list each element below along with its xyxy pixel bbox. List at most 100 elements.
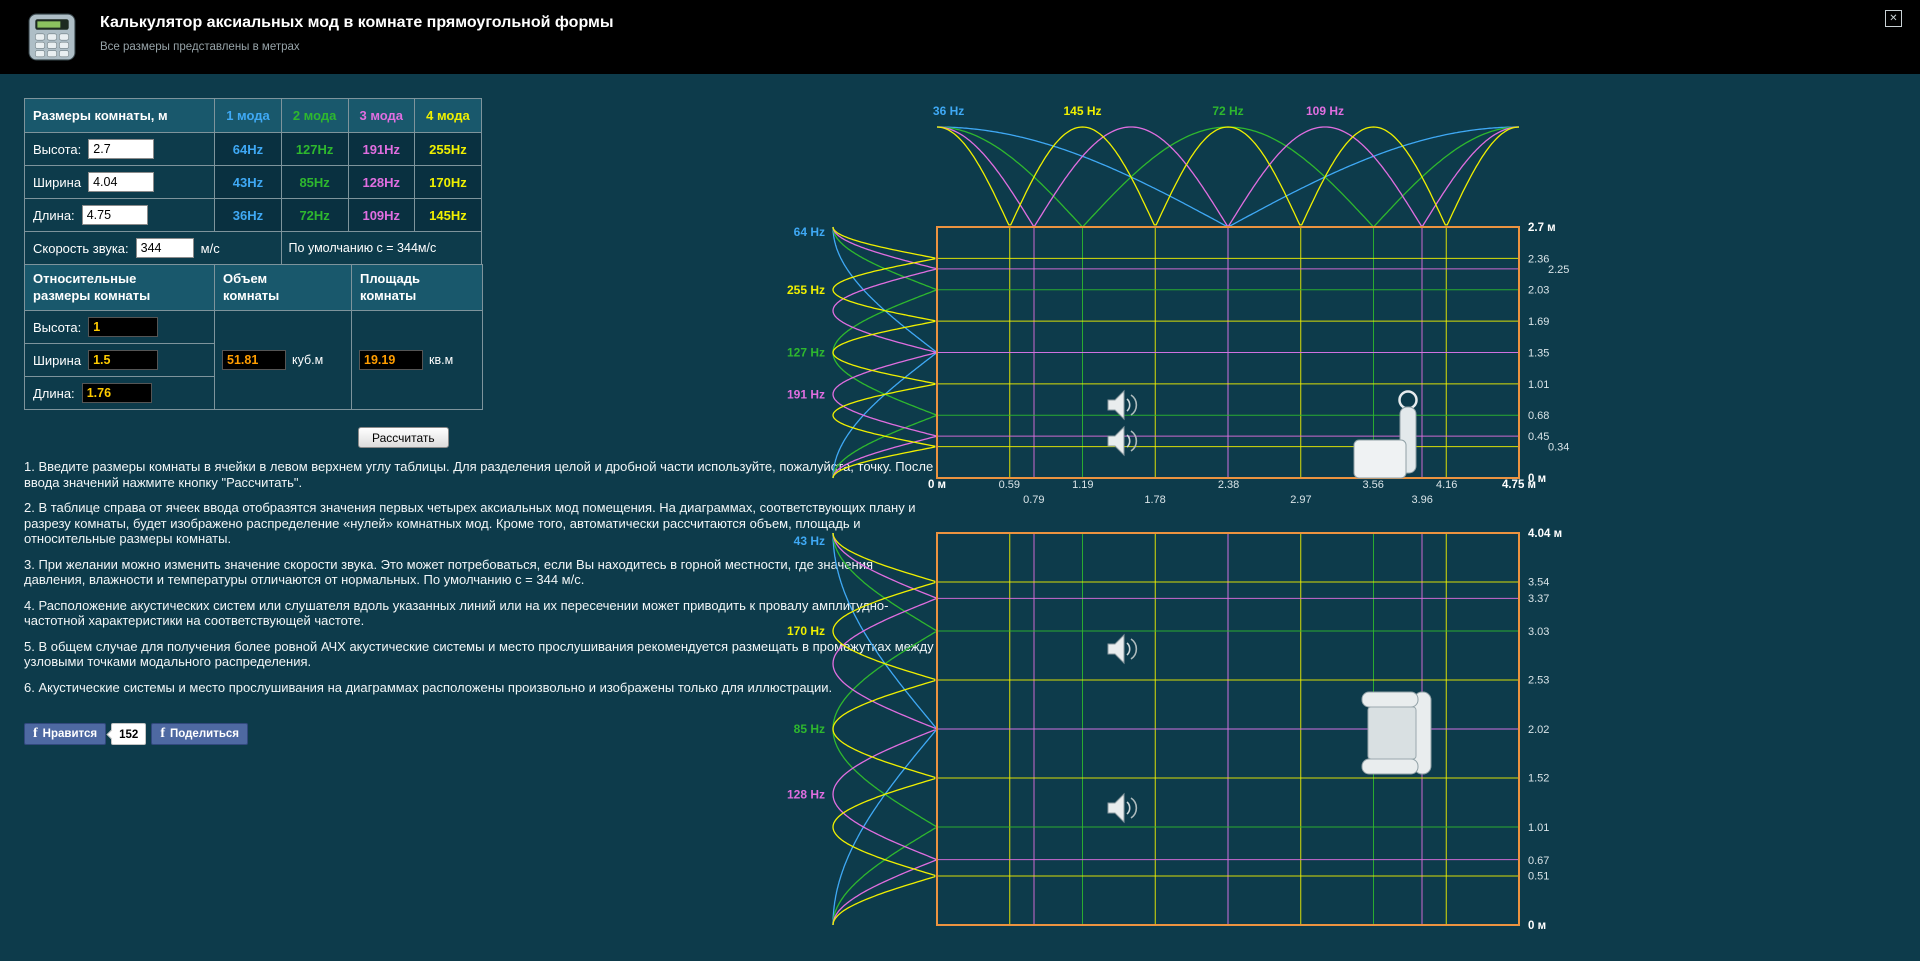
social-buttons: f Нравится 152 f Поделиться [24, 723, 249, 745]
area-field[interactable] [359, 350, 423, 370]
mode-freq-label: 43 Hz [794, 534, 825, 548]
calculate-button[interactable]: Рассчитать [358, 427, 449, 448]
area-cell: кв.м [351, 310, 483, 410]
mode-curve [832, 532, 939, 926]
x-axis-label: 3.56 [1362, 479, 1383, 491]
instruction-item: 5. В общем случае для получения более ро… [24, 638, 934, 670]
height-label: Высота: [33, 141, 82, 157]
like-count-badge: 152 [111, 723, 147, 745]
y-axis-label: 0.34 [1548, 441, 1569, 453]
freq-cell: 72Hz [280, 198, 349, 232]
relative-length-label: Длина: [33, 385, 75, 401]
y-axis-label: 0.45 [1528, 431, 1549, 443]
mode-freq-label: 127 Hz [787, 346, 825, 360]
close-icon: ✕ [1889, 13, 1898, 24]
facebook-icon: f [160, 726, 165, 741]
y-axis-label: 2.25 [1548, 264, 1569, 276]
table-row: Высота: куб.м кв.м [24, 310, 483, 410]
width-label: Ширина [33, 174, 82, 190]
y-axis-label: 0.68 [1528, 410, 1549, 422]
length-input[interactable] [81, 205, 148, 225]
mode-freq-label: 64 Hz [794, 225, 825, 239]
relative-length-field[interactable] [81, 383, 152, 403]
x-axis-label: 4.75 м [1502, 479, 1536, 491]
volume-header: Объем комнаты [214, 264, 352, 311]
relative-height-label: Высота: [33, 319, 82, 335]
relative-width-field[interactable] [88, 350, 159, 370]
x-axis-label: 0.79 [1023, 494, 1044, 506]
speed-input[interactable] [135, 238, 194, 258]
close-button[interactable]: ✕ [1885, 10, 1902, 27]
share-label: Поделиться [169, 728, 240, 740]
page-title: Калькулятор аксиальных мод в комнате пря… [100, 14, 614, 31]
height-input[interactable] [88, 139, 155, 159]
armchair-icon [1361, 691, 1432, 775]
freq-cell: 145Hz [413, 198, 483, 232]
freq-cell: 170Hz [413, 165, 483, 199]
relative-height-field[interactable] [88, 317, 159, 337]
y-axis-label: 1.52 [1528, 773, 1549, 785]
x-axis-label: 0.59 [999, 479, 1020, 491]
modes-table: Размеры комнаты, м 1 мода 2 мода 3 мода … [23, 98, 483, 265]
x-axis-label: 2.38 [1218, 479, 1239, 491]
y-axis-label: 2.53 [1528, 675, 1549, 687]
speed-unit: м/с [200, 240, 220, 256]
y-axis-label: 1.69 [1528, 316, 1549, 328]
mode-curve [832, 226, 936, 479]
freq-cell: 191Hz [347, 132, 415, 166]
facebook-share-button[interactable]: f Поделиться [151, 723, 249, 745]
area-unit: кв.м [429, 353, 454, 367]
instruction-item: 6. Акустические системы и место прослуши… [24, 679, 833, 695]
table-row: Ширина [24, 343, 483, 377]
y-axis-label: 4.04 м [1528, 528, 1562, 540]
freq-cell: 64Hz [214, 132, 282, 166]
volume-field[interactable] [222, 350, 286, 370]
listener-icon [1353, 390, 1418, 479]
volume-cell: куб.м [214, 310, 352, 410]
freq-cell: 127Hz [280, 132, 349, 166]
instructions: 1. Введите размеры комнаты в ячейки в ле… [24, 459, 936, 705]
speed-row: Скорость звука: м/с По умолчанию с = 344… [24, 231, 483, 265]
table-row: Длина: [24, 376, 483, 410]
y-axis-label: 0.67 [1528, 855, 1549, 867]
y-axis-label: 1.01 [1528, 822, 1549, 834]
table-header-mode-4: 4 мода [413, 98, 483, 133]
y-axis-label: 3.37 [1528, 593, 1549, 605]
freq-cell: 128Hz [347, 165, 415, 199]
table-header-mode-1: 1 мода [214, 98, 282, 133]
speed-default-note: По умолчанию с = 344м/с [280, 231, 483, 265]
speaker-icon [1107, 633, 1138, 665]
speaker-icon [1107, 792, 1138, 824]
y-axis-label: 2.7 м [1528, 222, 1556, 234]
relative-dims-header: Относительные размеры комнаты [24, 264, 215, 311]
mode-freq-label: 128 Hz [787, 787, 825, 801]
freq-cell: 109Hz [347, 198, 415, 232]
mode-freq-label: 85 Hz [794, 722, 825, 736]
y-axis-label: 2.02 [1528, 724, 1549, 736]
mode-freq-label: 191 Hz [787, 387, 825, 401]
freq-cell: 36Hz [214, 198, 282, 232]
instruction-item: 2. В таблице справа от ячеек ввода отобр… [24, 500, 916, 546]
y-axis-label: 2.36 [1528, 254, 1549, 266]
y-axis-label: 3.03 [1528, 626, 1549, 638]
speed-label: Скорость звука: [33, 240, 129, 256]
table-row: Ширина 43Hz 85Hz 128Hz 170Hz [23, 165, 483, 199]
title-block: Калькулятор аксиальных мод в комнате пря… [100, 14, 614, 53]
calculator-icon [28, 13, 76, 61]
speaker-icon [1107, 389, 1138, 421]
mode-freq-label: 109 Hz [1306, 104, 1344, 118]
width-input[interactable] [88, 172, 155, 192]
page-subtitle: Все размеры представлены в метрах [100, 41, 300, 53]
x-axis-label: 1.19 [1072, 479, 1093, 491]
volume-unit: куб.м [292, 353, 324, 367]
y-axis-label: 2.03 [1528, 284, 1549, 296]
facebook-like-button[interactable]: f Нравится [24, 723, 107, 745]
freq-cell: 43Hz [214, 165, 282, 199]
y-axis-label: 0 м [1528, 920, 1546, 932]
mode-curve [832, 532, 936, 926]
x-axis-label: 4.16 [1436, 479, 1457, 491]
mode-freq-label: 36 Hz [933, 104, 964, 118]
mode-curve [936, 126, 1520, 226]
